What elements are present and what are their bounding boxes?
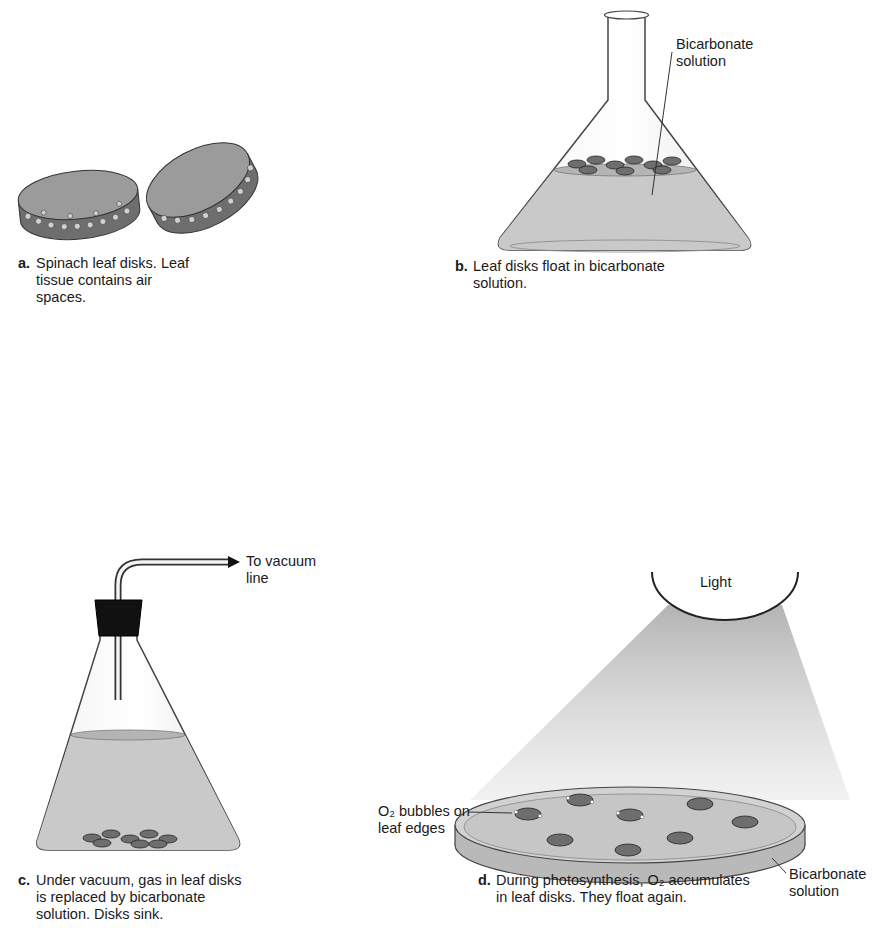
caption-letter: b. [455,258,475,275]
caption-letter: d. [478,872,498,889]
rubber-stopper [95,600,142,636]
caption: Spinach leaf disks. Leaf tissue contains… [36,255,201,306]
callout-label: Bicarbonate solution [676,36,771,70]
light-beam [470,605,850,800]
petri-dish [455,787,805,883]
callout-label: Bicarbonate solution [789,866,869,900]
leader-line [652,52,672,195]
oxygen-bubbles [514,796,644,819]
callout-label: Light [700,574,750,591]
leaf-disk [134,127,270,248]
callout-label: To vacuum line [246,553,326,587]
leader-line [468,812,512,813]
leaf-disk-group [83,830,177,848]
caption-letter: a. [18,255,38,272]
leaf-disk-group [515,794,758,856]
leader-line [772,858,786,873]
erlenmeyer-flask [37,612,240,850]
caption: Leaf disks float in bicarbonate solution… [473,258,708,292]
caption: Under vacuum, gas in leaf disks is repla… [36,872,251,923]
caption-letter: c. [18,872,38,889]
callout-label: O₂ bubbles on leaf edges [378,803,470,837]
caption: During photosynthesis, O₂ accumulates in… [496,872,756,906]
lamp [652,572,798,620]
leaf-disk [16,165,142,245]
arrowhead [228,556,240,568]
leaf-disk-group [568,156,681,175]
